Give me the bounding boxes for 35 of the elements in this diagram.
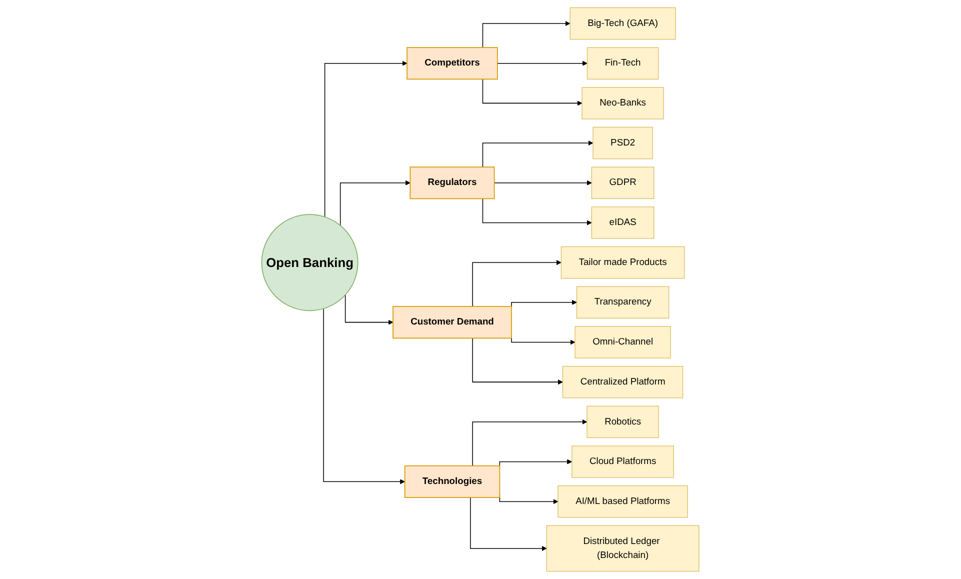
arrow <box>497 60 588 66</box>
node-box: Cloud Platforms <box>572 446 674 478</box>
node-box: GDPR <box>592 166 654 199</box>
arrow <box>482 20 570 48</box>
node-box: Customer Demand <box>392 306 512 339</box>
arrow <box>482 140 594 168</box>
arrow <box>472 338 564 385</box>
arrow <box>494 180 592 186</box>
node-box: Centralized Platform <box>562 366 684 398</box>
node-box: Omni-Channel <box>574 326 672 358</box>
arrow <box>470 497 548 552</box>
node-circle: Open Banking <box>261 214 358 312</box>
node-box: Distributed Ledger (Blockchain) <box>546 525 700 572</box>
node-box: Neo-Banks <box>582 87 664 120</box>
node-box: Tailor made Products <box>561 246 685 279</box>
node-box: Transparency <box>576 286 670 318</box>
node-box: Fin-Tech <box>587 47 659 80</box>
arrow <box>511 300 578 308</box>
node-box: eIDAS <box>592 206 654 239</box>
node-box: Robotics <box>586 406 660 438</box>
node-box: Competitors <box>406 47 498 80</box>
arrow <box>482 198 592 226</box>
arrow <box>324 60 408 218</box>
arrow <box>345 294 394 325</box>
arrow <box>472 419 588 466</box>
arrow <box>323 308 406 484</box>
arrow <box>511 337 576 345</box>
arrow <box>482 78 582 106</box>
arrow <box>340 180 411 226</box>
arrow <box>472 260 562 307</box>
node-box: AI/ML based Platforms <box>558 485 688 518</box>
node-box: PSD2 <box>592 126 654 160</box>
node-box: Regulators <box>410 166 495 200</box>
node-box: Technologies <box>404 465 500 498</box>
node-box: Big-Tech (GAFA) <box>570 7 676 40</box>
